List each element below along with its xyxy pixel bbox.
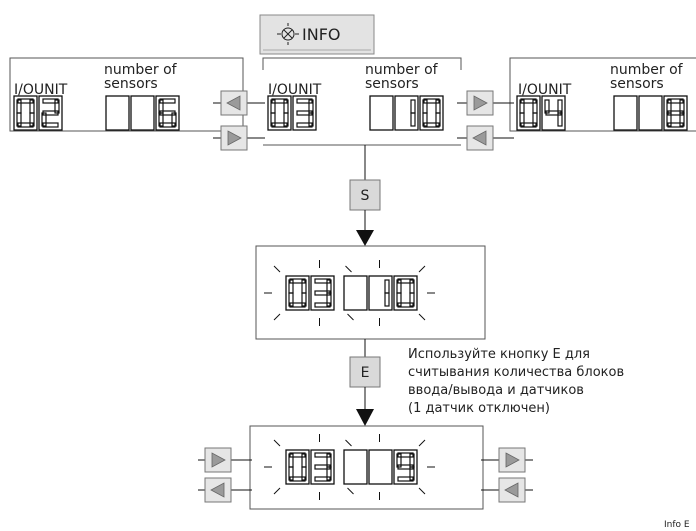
arrow-right-icon bbox=[505, 452, 520, 468]
arrow-left-icon bbox=[472, 130, 487, 146]
digit-cell: 3 bbox=[310, 275, 335, 311]
digit-cell: 3 bbox=[292, 95, 317, 131]
digit-cell: 0 bbox=[393, 275, 418, 311]
sensor-digits: 10 bbox=[369, 95, 444, 131]
sensors-label: number of bbox=[365, 62, 439, 78]
s-key-label: S bbox=[361, 188, 370, 204]
digit-cell bbox=[343, 275, 368, 311]
corner-label: Info E bbox=[664, 520, 690, 530]
s-key[interactable]: S bbox=[349, 179, 381, 211]
blink-marks bbox=[264, 434, 435, 500]
e-key-label: E bbox=[361, 365, 370, 381]
sensor-digits: 6 bbox=[105, 95, 180, 131]
arrow-down-icon bbox=[356, 409, 374, 426]
digit-cell: 2 bbox=[38, 95, 63, 131]
unit-label: I/OUNIT bbox=[518, 82, 572, 98]
digit-cell: 0 bbox=[267, 95, 292, 131]
digit-cell bbox=[613, 95, 638, 131]
arrow-down-icon bbox=[356, 230, 374, 246]
digit-cell: 0 bbox=[285, 449, 310, 485]
blink-light-icon bbox=[277, 23, 299, 45]
digit-cell: 1 bbox=[394, 95, 419, 131]
digit-cell: 4 bbox=[541, 95, 566, 131]
digit-cell: 3 bbox=[310, 449, 335, 485]
digit-cell: 0 bbox=[285, 275, 310, 311]
display-panel-bottom: 03 9 bbox=[249, 425, 484, 510]
arrow-right-key[interactable] bbox=[466, 90, 494, 116]
display-panel-middle: 0310 bbox=[255, 245, 486, 340]
digit-cell bbox=[130, 95, 155, 131]
unit-digits: 04 bbox=[516, 95, 566, 131]
unit-panel-right: I/OUNIT number of sensors 04 8 bbox=[509, 57, 696, 132]
digit-cell: 8 bbox=[663, 95, 688, 131]
arrow-left-icon bbox=[504, 482, 519, 498]
sensors-label: sensors bbox=[610, 76, 664, 92]
arrow-right-icon bbox=[473, 95, 488, 111]
arrow-right-icon bbox=[227, 130, 242, 146]
digit-cell: 6 bbox=[155, 95, 180, 131]
arrow-right-icon bbox=[211, 452, 226, 468]
sensors-label: sensors bbox=[104, 76, 158, 92]
digit-cell bbox=[638, 95, 663, 131]
arrow-left-key[interactable] bbox=[466, 125, 494, 151]
sensors-label: sensors bbox=[365, 76, 419, 92]
display-digits: 0310 bbox=[264, 260, 435, 326]
digit-cell bbox=[105, 95, 130, 131]
display-digits: 03 9 bbox=[264, 434, 435, 500]
info-label: INFO bbox=[302, 25, 340, 44]
e-key[interactable]: E bbox=[349, 356, 381, 388]
arrow-left-icon bbox=[226, 95, 241, 111]
arrow-right-key[interactable] bbox=[204, 447, 232, 473]
digit-cell: 1 bbox=[368, 275, 393, 311]
digit-cell: 0 bbox=[13, 95, 38, 131]
unit-panel-left: I/OUNIT number of sensors 02 6 bbox=[9, 57, 244, 132]
digit-cell: 0 bbox=[419, 95, 444, 131]
note-line: ввода/вывода и датчиков bbox=[408, 383, 584, 398]
note-line: считывания количества блоков bbox=[408, 365, 624, 380]
sensors-label: number of bbox=[610, 62, 684, 78]
note-line: (1 датчик отключен) bbox=[408, 401, 550, 416]
unit-digits: 03 bbox=[267, 95, 317, 131]
arrow-left-icon bbox=[210, 482, 225, 498]
digit-cell: 9 bbox=[393, 449, 418, 485]
digit-cell bbox=[368, 449, 393, 485]
arrow-left-key[interactable] bbox=[498, 477, 526, 503]
unit-panel-center: I/OUNIT number of sensors 03 10 bbox=[262, 57, 462, 146]
arrow-right-key[interactable] bbox=[220, 125, 248, 151]
sensors-label: number of bbox=[104, 62, 178, 78]
arrow-right-key[interactable] bbox=[498, 447, 526, 473]
digit-cell bbox=[369, 95, 394, 131]
unit-label: I/OUNIT bbox=[14, 82, 68, 98]
info-button[interactable]: INFO bbox=[259, 14, 375, 55]
blink-marks bbox=[264, 260, 435, 326]
unit-label: I/OUNIT bbox=[268, 82, 322, 98]
sensor-digits: 8 bbox=[613, 95, 688, 131]
unit-digits: 02 bbox=[13, 95, 63, 131]
note-line: Используйте кнопку Е для bbox=[408, 347, 590, 362]
arrow-left-key[interactable] bbox=[204, 477, 232, 503]
arrow-left-key[interactable] bbox=[220, 90, 248, 116]
digit-cell bbox=[343, 449, 368, 485]
instruction-note: Используйте кнопку Е для считывания коли… bbox=[408, 347, 624, 416]
digit-cell: 0 bbox=[516, 95, 541, 131]
